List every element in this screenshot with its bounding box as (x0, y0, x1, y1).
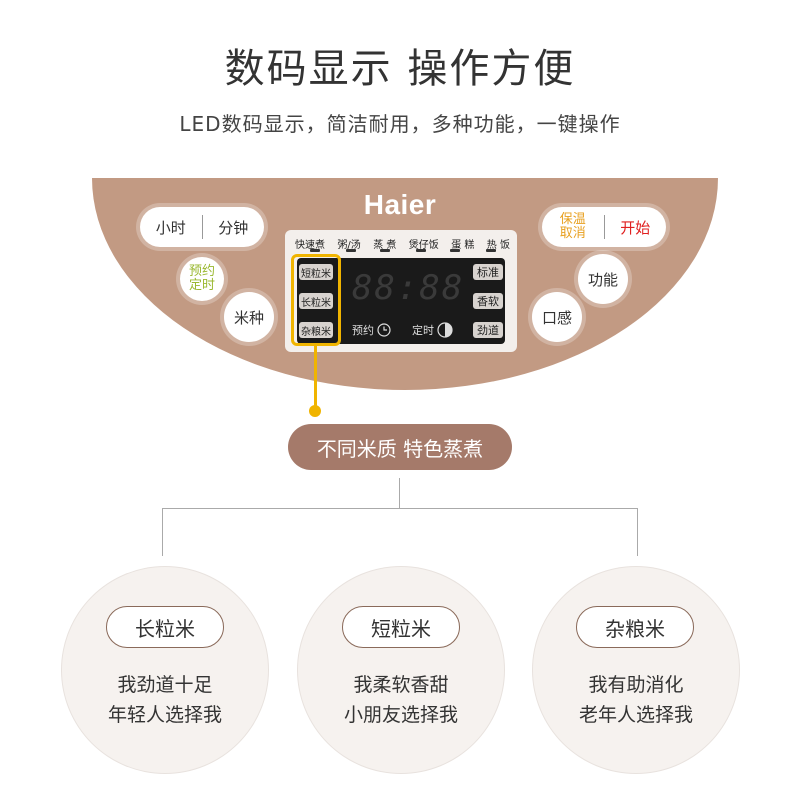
callout-line (314, 346, 317, 410)
description-line: 年轻人选择我 (107, 704, 222, 726)
rice-card-circle (62, 567, 268, 773)
cancel-label: 取消 (559, 226, 586, 241)
callout-dot (309, 405, 321, 417)
indicator-led (450, 249, 460, 252)
start-cancel-buttons: 保温 取消 开始 (542, 207, 666, 247)
mixed-grain-tag: 杂粮米 (299, 322, 333, 338)
time-adjust-buttons: 小时 分钟 (140, 207, 264, 247)
indicator-led (380, 249, 390, 252)
connector-line (162, 508, 638, 509)
connector-line (399, 478, 400, 508)
indicator-led (310, 249, 320, 252)
brand-logo: Haier (363, 189, 437, 220)
minute-button[interactable]: 分钟 (218, 218, 249, 237)
hour-button[interactable]: 小时 (155, 218, 186, 237)
description-line: 我柔软香甜 (353, 674, 449, 696)
indicator-led (486, 249, 496, 252)
mode-label: 蛋 糕 (451, 240, 475, 251)
pie-timer-icon (437, 322, 453, 338)
long-grain-tag: 长粒米 (299, 293, 333, 309)
page-title: 数码显示 操作方便 (224, 46, 576, 92)
rice-type-badge: 短粒米 (342, 606, 460, 648)
standard-tag: 标准 (473, 264, 503, 280)
mode-label: 快速煮 (295, 240, 325, 251)
start-button[interactable]: 开始 (620, 218, 651, 237)
timer-label: 定时 (188, 278, 215, 293)
soft-tag: 香软 (473, 293, 503, 309)
rice-type-button[interactable]: 米种 (224, 292, 274, 342)
mode-labels: 快速煮 粥/汤 蒸 煮 煲仔饭 蛋 糕 热 饭 (295, 236, 510, 251)
mode-label: 蒸 煮 (373, 240, 397, 251)
rice-type-badge: 杂粮米 (576, 606, 694, 648)
preset-clock-indicator: 预约 (352, 322, 391, 338)
led-digits: 88:88 (352, 268, 465, 308)
mode-indicators (298, 249, 506, 253)
texture-button[interactable]: 口感 (532, 292, 582, 342)
mode-label: 粥/汤 (337, 240, 361, 251)
rice-card-circle (298, 567, 504, 773)
page-subtitle: LED数码显示，简洁耐用，多种功能，一键操作 (179, 112, 621, 136)
description-line: 老年人选择我 (578, 704, 693, 726)
indicator-led (416, 249, 426, 252)
timer-clock-label: 定时 (412, 324, 434, 337)
preset-timer-button[interactable]: 预约 定时 (180, 257, 224, 301)
rice-description: 我劲道十足 年轻人选择我 (62, 670, 268, 730)
rice-type-badge: 长粒米 (106, 606, 224, 648)
divider (201, 215, 203, 239)
divider (603, 215, 605, 239)
timer-clock-indicator: 定时 (412, 322, 453, 338)
preset-label: 预约 (188, 264, 215, 279)
description-line: 我劲道十足 (117, 674, 213, 696)
chewy-tag: 劲道 (473, 322, 503, 338)
short-grain-tag: 短粒米 (299, 264, 333, 280)
rice-type-highlight (291, 254, 341, 346)
description-line: 小朋友选择我 (343, 704, 458, 726)
rice-description: 我柔软香甜 小朋友选择我 (298, 670, 504, 730)
connector-line (162, 508, 163, 556)
connector-line (637, 508, 638, 556)
preset-clock-label: 预约 (352, 324, 374, 337)
rice-card-circle (533, 567, 739, 773)
description-line: 我有助消化 (588, 674, 684, 696)
mode-label: 热 饭 (486, 240, 510, 251)
keep-warm-cancel-button[interactable]: 保温 取消 (542, 213, 604, 241)
indicator-led (346, 249, 356, 252)
keep-warm-label: 保温 (559, 212, 586, 227)
mode-label: 煲仔饭 (408, 240, 439, 251)
feature-banner: 不同米质 特色蒸煮 (288, 424, 512, 470)
function-button[interactable]: 功能 (578, 254, 628, 304)
rice-description: 我有助消化 老年人选择我 (533, 670, 739, 730)
clock-icon (377, 323, 391, 337)
